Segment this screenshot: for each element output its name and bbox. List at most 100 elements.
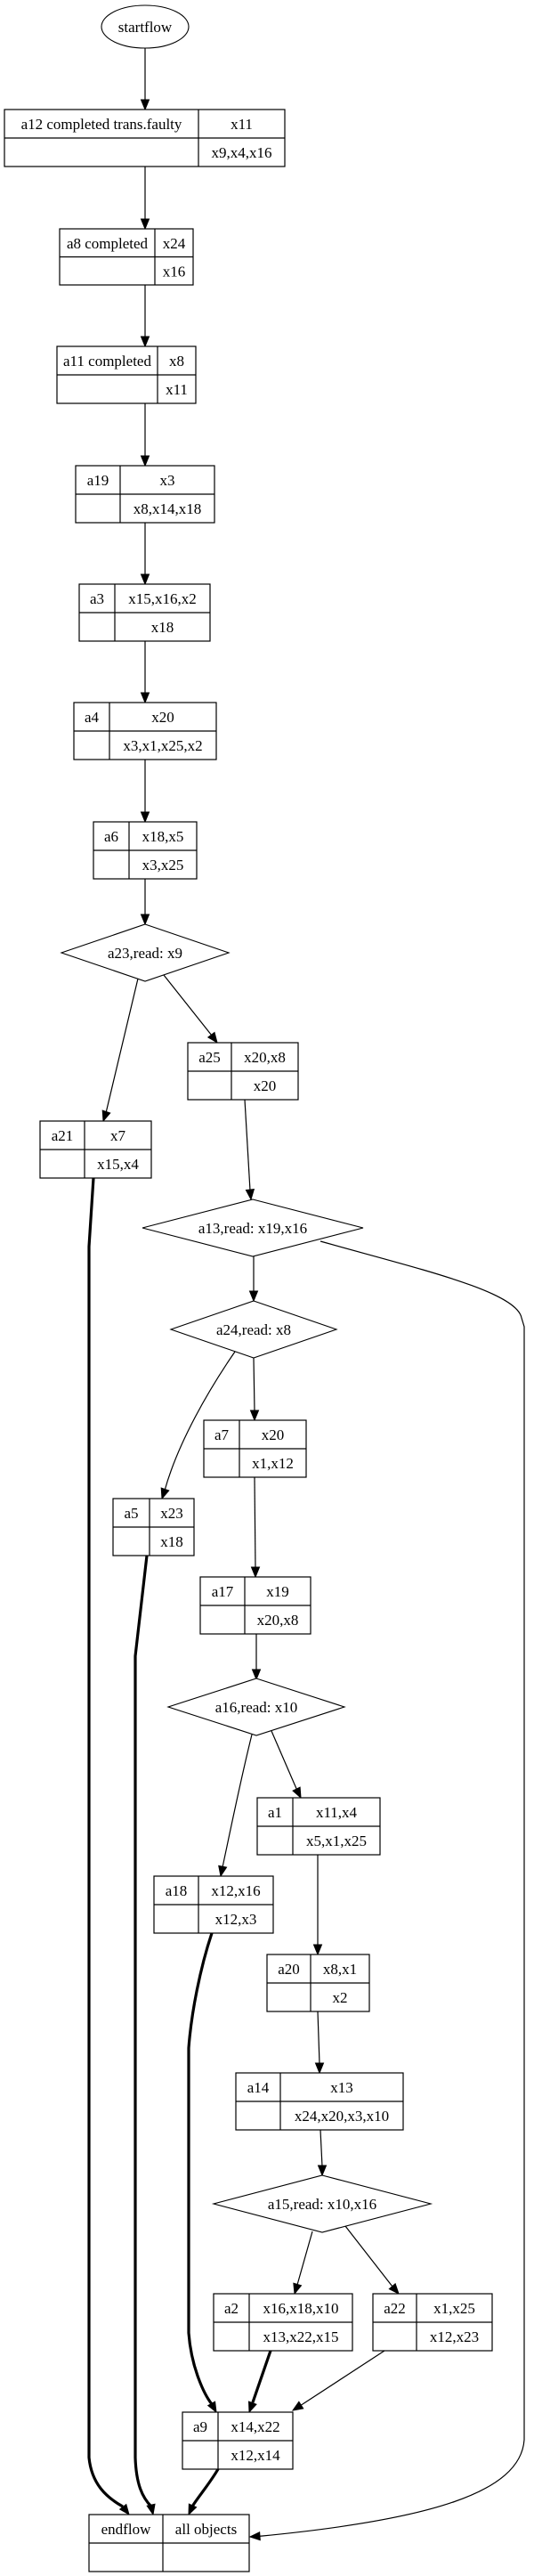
arrowhead-icon <box>146 2503 156 2516</box>
edge-line <box>187 1932 214 2405</box>
edge-line <box>190 2468 220 2507</box>
arrowhead-icon <box>140 336 150 348</box>
decision-a23[interactable]: a23,read: x9 <box>60 923 231 982</box>
start-label: startflow <box>118 19 173 36</box>
node-top-value: x20,x8 <box>244 1049 286 1066</box>
arrowhead-icon <box>248 2531 261 2541</box>
decision-label: a16,read: x10 <box>215 1699 298 1716</box>
node-top-value: x12,x16 <box>211 1882 260 1899</box>
arrowhead-icon <box>140 573 150 586</box>
arrowhead-icon <box>317 2165 328 2177</box>
decision-a16[interactable]: a16,read: x10 <box>166 1678 346 1736</box>
decision-a15[interactable]: a15,read: x10,x16 <box>211 2174 433 2233</box>
arrowhead-icon <box>251 1669 262 1681</box>
start-ellipse <box>101 4 190 49</box>
node-top-value: x11,x4 <box>316 1804 358 1821</box>
decision-a13[interactable]: a13,read: x19,x16 <box>142 1199 364 1257</box>
edge-line <box>253 1357 255 1412</box>
arrowhead-icon <box>312 1944 323 1956</box>
node-startflow[interactable]: startflow <box>101 4 190 49</box>
node-name: a5 <box>124 1505 138 1522</box>
node-name: a9 <box>193 2418 207 2435</box>
node-bottom-value: x13,x22,x15 <box>263 2328 339 2345</box>
edge-a9-endflow <box>188 2468 220 2516</box>
node-name: a7 <box>214 1426 230 1443</box>
decision-label: a24,read: x8 <box>216 1321 291 1338</box>
edge-a2-a9 <box>248 2350 272 2414</box>
decision-diamond <box>169 1300 338 1359</box>
decision-label: a23,read: x9 <box>108 945 182 962</box>
arrowhead-icon <box>248 1290 259 1303</box>
node-bottom-value: x3,x1,x25,x2 <box>123 737 202 754</box>
node-top-value: x11 <box>231 116 253 133</box>
edge-a4-a6 <box>140 760 150 824</box>
node-bottom-value: x12,x14 <box>231 2447 280 2464</box>
edge-line <box>271 1730 298 1792</box>
node-top-value: x8 <box>169 353 184 370</box>
node-name: a6 <box>104 828 118 845</box>
node-name: a2 <box>224 2300 239 2317</box>
arrowhead-icon <box>140 218 150 231</box>
node-bottom-value: x3,x25 <box>142 857 184 874</box>
node-bottom-value: x2 <box>333 1989 348 2006</box>
edge-a14-a15 <box>317 2129 328 2177</box>
edge-line <box>164 1351 236 1491</box>
edge-a8-a11 <box>140 285 150 348</box>
node-top-value: x16,x18,x10 <box>263 2300 339 2317</box>
node-name: a21 <box>52 1127 74 1144</box>
arrowhead-icon <box>245 1189 255 1201</box>
edge-line-end <box>300 2403 303 2406</box>
node-a9[interactable]: a9 x14,x22 x12,x14 <box>182 2411 294 2470</box>
arrowhead-icon <box>140 99 150 111</box>
edge-a6-a23 <box>140 879 150 926</box>
edge-a21-endflow <box>87 1177 130 2516</box>
edge-a15-a22 <box>344 2225 400 2295</box>
edges-layer <box>87 48 525 2541</box>
edge-line <box>344 2225 393 2288</box>
node-name: a3 <box>90 590 104 607</box>
edge-a16-a1 <box>271 1730 302 1800</box>
edge-a5-endflow <box>134 1555 156 2516</box>
decision-a24[interactable]: a24,read: x8 <box>169 1300 338 1359</box>
node-top-value: x3 <box>160 472 175 489</box>
node-top-value: all objects <box>175 2521 237 2538</box>
edge-a19-a3 <box>140 523 150 586</box>
edge-line <box>317 2011 320 2065</box>
node-bottom-value: x16 <box>163 264 186 280</box>
edge-line-end <box>295 1788 298 1792</box>
edge-a3-a4 <box>140 641 150 704</box>
arrowhead-icon <box>291 2401 304 2411</box>
edge-a22-a9 <box>291 2350 385 2411</box>
decision-label: a15,read: x10,x16 <box>268 2196 376 2213</box>
node-top-value: x13 <box>330 2079 353 2096</box>
node-name: a1 <box>268 1804 282 1821</box>
node-bottom-value: x1,x12 <box>252 1455 294 1472</box>
node-name: a14 <box>247 2079 270 2096</box>
node-bottom-value: x20 <box>254 1077 277 1094</box>
edge-line-end <box>210 1034 213 1036</box>
edge-line <box>222 1734 253 1868</box>
edge-line <box>302 2350 385 2405</box>
node-top-value: x14,x22 <box>231 2418 279 2435</box>
arrowhead-icon <box>249 1410 260 1422</box>
node-name: a12 completed trans.faulty <box>21 116 182 133</box>
node-a2[interactable]: a2 x16,x18,x10 x13,x22,x15 <box>213 2293 353 2352</box>
